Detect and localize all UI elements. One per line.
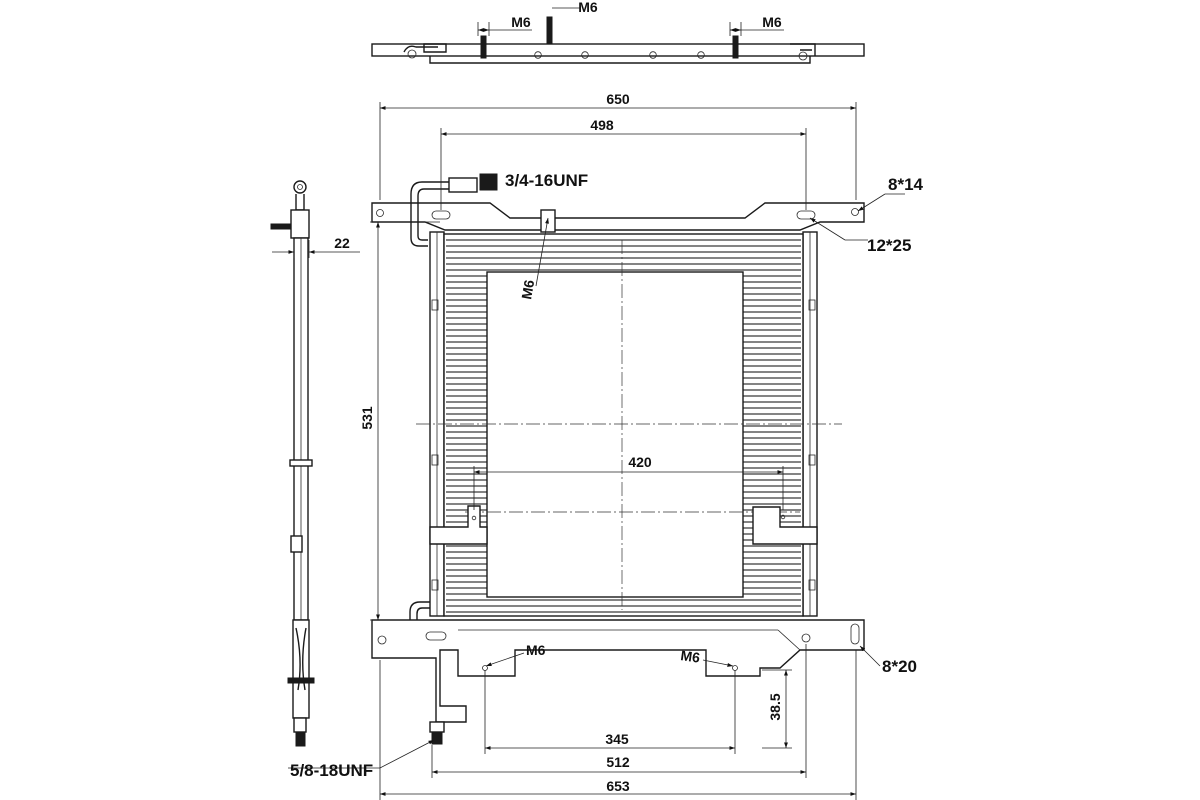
right-tank-marks bbox=[808, 299, 816, 591]
outlet-pipe bbox=[409, 601, 432, 622]
side-view-lower-clamp bbox=[287, 677, 315, 684]
tab-thread-label: M6 bbox=[518, 278, 537, 300]
inlet-pipe bbox=[410, 181, 449, 247]
dim-38-5: 38.5 bbox=[767, 693, 783, 720]
bottom-plate-slot-right bbox=[850, 623, 860, 645]
top-view-thread-right: M6 bbox=[762, 14, 782, 30]
bottom-plate-hole-left bbox=[377, 635, 387, 645]
left-side-bracket bbox=[429, 505, 488, 545]
top-view-holes bbox=[534, 51, 705, 59]
outlet-fitting-thread bbox=[431, 731, 443, 745]
bottom-plate-hole-right bbox=[801, 633, 811, 643]
side-view: 22 bbox=[270, 180, 360, 747]
top-view-left-pivot bbox=[407, 49, 417, 59]
top-view-right-pivot bbox=[798, 51, 808, 61]
top-view-rail bbox=[371, 43, 865, 57]
top-plate-slot-left bbox=[431, 210, 451, 220]
inlet-fitting-nut bbox=[448, 177, 478, 193]
top-plate-hole-left bbox=[376, 209, 384, 217]
slot-12x25-label: 12*25 bbox=[867, 236, 911, 255]
side-view-outlet-thread bbox=[295, 731, 306, 747]
top-view-right-latch bbox=[790, 43, 816, 56]
bottom-plate-slot-left bbox=[425, 631, 447, 641]
top-view-stud-left bbox=[480, 35, 487, 59]
top-view-stud-center bbox=[546, 16, 553, 44]
side-view-top-fitting bbox=[293, 180, 307, 194]
core-window bbox=[486, 271, 744, 598]
side-view-lower-body bbox=[292, 619, 310, 719]
top-view-stud-right bbox=[732, 35, 739, 59]
side-view-outlet-nut bbox=[293, 717, 307, 733]
dim-420: 420 bbox=[628, 454, 652, 470]
top-plate-hole-right bbox=[851, 208, 859, 216]
slot-8x20-label: 8*20 bbox=[882, 657, 917, 676]
outlet-fitting-body bbox=[429, 721, 445, 733]
dim-345: 345 bbox=[605, 731, 629, 747]
inlet-fitting-thread bbox=[479, 173, 498, 191]
right-side-bracket bbox=[752, 506, 818, 545]
front-view: 650 498 3/4-16UNF 8*14 12*25 M6 531 420 … bbox=[288, 91, 924, 800]
inlet-fitting-label: 3/4-16UNF bbox=[505, 171, 588, 190]
top-view-thread-left: M6 bbox=[511, 14, 531, 30]
top-center-tab bbox=[540, 209, 556, 233]
lower-thread-right-label: M6 bbox=[680, 647, 702, 666]
outlet-fitting-label: 5/8-18UNF bbox=[290, 761, 373, 780]
dim-498: 498 bbox=[590, 117, 614, 133]
top-mounting-plate bbox=[371, 202, 865, 231]
side-view-label-block bbox=[290, 535, 303, 553]
dim-512: 512 bbox=[606, 754, 630, 770]
side-view-top-block bbox=[290, 209, 310, 239]
dim-22: 22 bbox=[334, 235, 350, 251]
top-view-left-latch bbox=[403, 43, 447, 53]
side-view-clip bbox=[289, 459, 313, 467]
bottom-tab-holes bbox=[482, 665, 738, 671]
dim-653: 653 bbox=[606, 778, 630, 794]
slot-8x14-label: 8*14 bbox=[888, 175, 924, 194]
top-view-thread-center: M6 bbox=[578, 0, 598, 15]
top-view-rail-lower-edge bbox=[429, 56, 811, 64]
dim-531: 531 bbox=[359, 406, 375, 430]
side-view-stud bbox=[270, 223, 292, 230]
bottom-mounting-plate bbox=[371, 619, 865, 723]
lower-thread-left-label: M6 bbox=[526, 642, 546, 658]
top-plate-slot-right bbox=[796, 210, 816, 220]
top-view: M6 M6 M6 bbox=[371, 0, 865, 64]
left-tank-marks bbox=[431, 299, 439, 591]
dim-650: 650 bbox=[606, 91, 630, 107]
